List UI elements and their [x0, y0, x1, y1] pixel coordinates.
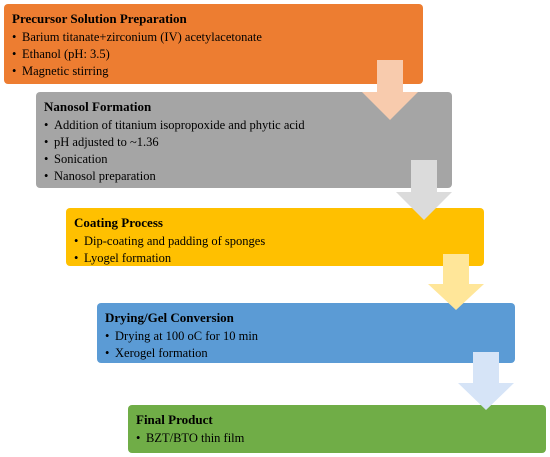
step-coating-process: Coating Process Dip-coating and padding … — [66, 208, 484, 267]
step-items: Barium titanate+zirconium (IV) acetylace… — [12, 29, 413, 80]
step-title: Nanosol Formation — [44, 99, 152, 114]
step-items: BZT/BTO thin film — [136, 430, 536, 447]
step-items: Addition of titanium isopropoxide and ph… — [44, 117, 442, 185]
step-item: Ethanol (pH: 3.5) — [12, 46, 413, 63]
step-title: Drying/Gel Conversion — [105, 310, 234, 325]
step-items: Drying at 100 oC for 10 min Xerogel form… — [105, 328, 505, 362]
arrow-shape — [362, 60, 418, 120]
step-item: Addition of titanium isopropoxide and ph… — [44, 117, 442, 134]
step-item: pH adjusted to ~1.36 — [44, 134, 442, 151]
arrow-shape — [428, 254, 484, 310]
step-item: Magnetic stirring — [12, 63, 413, 80]
down-arrow-icon — [458, 352, 514, 410]
step-item: Nanosol preparation — [44, 168, 442, 185]
step-items: Dip-coating and padding of sponges Lyoge… — [74, 233, 474, 267]
step-drying-gel-conversion: Drying/Gel Conversion Drying at 100 oC f… — [97, 303, 515, 363]
step-item: BZT/BTO thin film — [136, 430, 536, 447]
step-title: Coating Process — [74, 215, 163, 230]
step-item: Sonication — [44, 151, 442, 168]
step-item: Barium titanate+zirconium (IV) acetylace… — [12, 29, 413, 46]
arrow-shape — [396, 160, 452, 220]
down-arrow-icon — [428, 254, 484, 310]
step-item: Drying at 100 oC for 10 min — [105, 328, 505, 345]
step-precursor-solution-preparation: Precursor Solution Preparation Barium ti… — [4, 4, 423, 84]
step-final-product: Final Product BZT/BTO thin film — [128, 405, 546, 453]
arrow-shape — [458, 352, 514, 410]
step-item: Lyogel formation — [74, 250, 474, 267]
down-arrow-icon — [362, 60, 418, 120]
step-item: Dip-coating and padding of sponges — [74, 233, 474, 250]
step-title: Final Product — [136, 412, 213, 427]
step-item: Xerogel formation — [105, 345, 505, 362]
down-arrow-icon — [396, 160, 452, 220]
step-title: Precursor Solution Preparation — [12, 11, 187, 26]
